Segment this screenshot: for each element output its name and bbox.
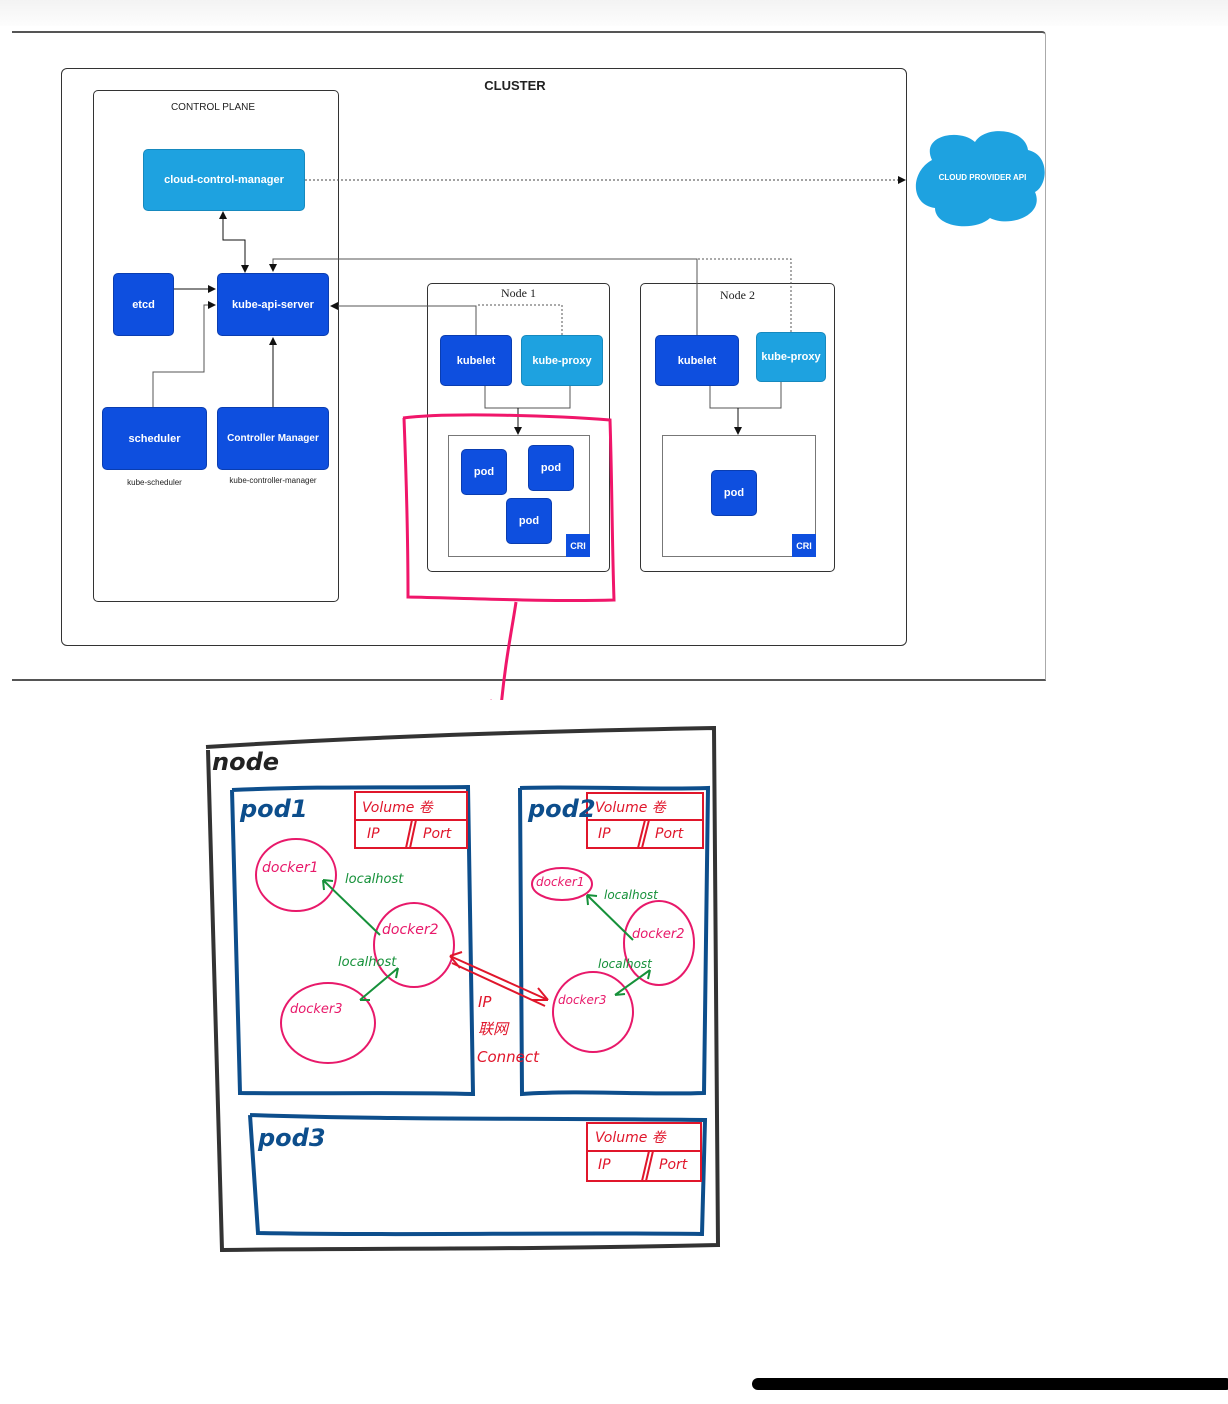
cloud-provider-api-label: CLOUD PROVIDER API (938, 173, 1027, 182)
etcd-box: etcd (113, 273, 174, 336)
pod3-volume-label: Volume 卷 (595, 1130, 666, 1146)
home-indicator[interactable] (752, 1378, 1228, 1390)
pod2-docker2-label: docker2 (632, 927, 685, 942)
node-2-cri-badge: CRI (792, 534, 816, 557)
pod2-docker2-circle (623, 900, 695, 986)
pod3-label: pod3 (258, 1124, 326, 1152)
pod2-ip-label: IP (598, 826, 611, 842)
inter-pod-network-label: 联网 (478, 1020, 509, 1038)
pod2-link-label: localhost (598, 957, 652, 971)
pod1-ip-label: IP (367, 826, 380, 842)
inter-pod-connect-label: Connect (477, 1048, 540, 1066)
pod2-label: pod2 (528, 795, 596, 823)
top-bar (0, 0, 1228, 26)
node-1-kubelet: kubelet (440, 335, 512, 386)
kube-api-server-box: kube-api-server (217, 273, 329, 336)
pod1-link-label: localhost (345, 872, 404, 887)
node-2-kubelet: kubelet (655, 335, 739, 386)
pod1-docker2-circle (373, 902, 455, 988)
pod2-docker3-circle (552, 971, 634, 1053)
pod2-docker1-label: docker1 (536, 875, 585, 889)
architecture-connectors (152, 131, 1045, 700)
controller-manager-box: Controller Manager (217, 407, 329, 470)
node-1-kube-proxy: kube-proxy (521, 335, 603, 386)
highlight-rectangle (402, 413, 616, 603)
pod1-docker1-label: docker1 (262, 860, 319, 876)
control-plane-title: CONTROL PLANE (170, 102, 256, 113)
cloud-control-manager-box: cloud-control-manager (143, 149, 305, 211)
controller-manager-caption: kube-controller-manager (229, 476, 317, 485)
pod1-volume-label: Volume 卷 (362, 800, 433, 816)
pod1-link-label: localhost (338, 955, 397, 970)
pod2-port-label: Port (655, 826, 684, 842)
pod1-port-label: Port (423, 826, 452, 842)
control-plane-box (93, 90, 339, 602)
scheduler-box: scheduler (102, 407, 207, 470)
node-1-pod: pod (506, 498, 552, 544)
node-1-pod: pod (528, 445, 574, 491)
pod2-volume-label: Volume 卷 (595, 800, 666, 816)
node-1-pod: pod (461, 449, 507, 495)
node-1-title: Node 1 (501, 286, 536, 300)
pod2-docker3-label: docker3 (558, 993, 607, 1007)
pod1-label: pod1 (240, 795, 308, 823)
highlight-arrow (490, 601, 518, 700)
cluster-box (61, 68, 907, 646)
pod3-ip-label: IP (598, 1157, 611, 1173)
node-2-kube-proxy: kube-proxy (756, 332, 826, 382)
pod1-docker2-label: docker2 (382, 922, 439, 938)
pod3-port-label: Port (659, 1157, 688, 1173)
sketch-node-label: node (212, 748, 280, 776)
node-1-cri-badge: CRI (566, 534, 590, 557)
cluster-title: CLUSTER (484, 78, 546, 93)
inter-pod-ip-label: IP (478, 993, 492, 1011)
scheduler-caption: kube-scheduler (127, 478, 182, 487)
pod1-docker3-label: docker3 (290, 1002, 343, 1017)
node-2-pod: pod (711, 470, 757, 516)
pod1-docker3-circle (280, 982, 376, 1064)
node-2-title: Node 2 (720, 288, 755, 302)
pod2-link-label: localhost (604, 888, 658, 902)
cloud-provider-api-shape (915, 131, 1045, 227)
